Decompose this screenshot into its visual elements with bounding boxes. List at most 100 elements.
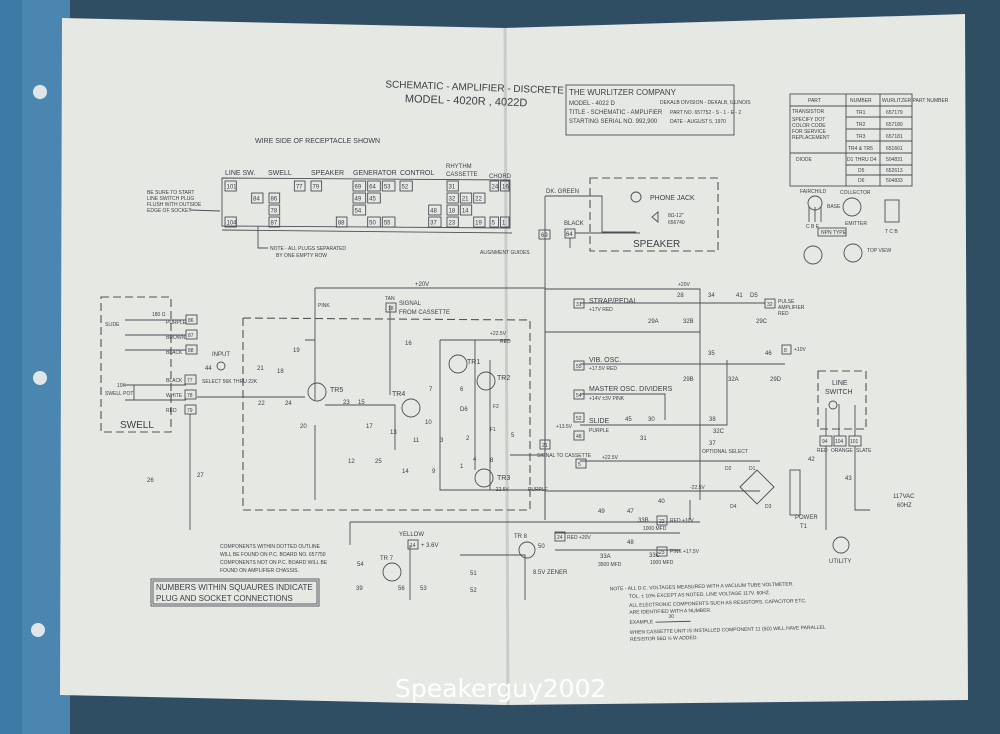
svg-text:32A: 32A [728,377,739,383]
svg-text:PART: PART [808,98,821,104]
svg-text:64: 64 [566,232,573,238]
receptacle-pin [224,180,237,192]
svg-text:RED: RED [778,311,789,317]
svg-text:STARTING SERIAL NO. 992,900: STARTING SERIAL NO. 992,900 [569,119,658,125]
svg-text:SWELL: SWELL [268,170,292,177]
svg-text:26: 26 [147,478,154,484]
svg-text:COMPONENTS WITHIN DOTTED OUTLI: COMPONENTS WITHIN DOTTED OUTLINE [220,544,321,550]
svg-text:LINE: LINE [832,380,848,387]
svg-text:CONTROL: CONTROL [400,170,434,177]
svg-text:DATE - AUGUST 5, 1970: DATE - AUGUST 5, 1970 [670,119,726,125]
svg-text:19: 19 [293,348,300,354]
svg-text:86: 86 [188,318,194,324]
svg-text:10K: 10K [117,383,127,389]
receptacle-pin [293,180,306,192]
svg-text:WHEN CASSETTE UNIT IS INSTALLE: WHEN CASSETTE UNIT IS INSTALLED COMPONEN… [630,625,826,636]
svg-text:DK. GREEN: DK. GREEN [546,189,579,195]
svg-text:OPTIONAL SELECT: OPTIONAL SELECT [702,449,748,455]
receptacle-pin [459,204,473,216]
svg-text:MASTER OSC. DIVIDERS: MASTER OSC. DIVIDERS [589,386,673,393]
svg-text:51: 51 [470,571,477,577]
receptacle-pin-label: 21 [462,197,469,203]
svg-text:504831: 504831 [886,157,903,163]
receptacle-pin [446,180,459,192]
receptacle-pin-label: 5 [492,221,496,227]
svg-text:BLACK: BLACK [166,378,183,384]
receptacle-pin [489,180,499,192]
svg-text:CASSETTE: CASSETTE [446,172,478,178]
receptacle-pin-label: 104 [227,221,238,227]
svg-text:31: 31 [576,302,582,308]
svg-text:48: 48 [627,540,634,546]
svg-text:PURPLE: PURPLE [589,428,610,434]
receptacle-pin-label: 1 [502,221,506,227]
receptacle-pin-label: 86 [271,197,278,203]
svg-text:ALL ELECTRONIC COMPONENTS SUCH: ALL ELECTRONIC COMPONENTS SUCH AS RESIST… [629,598,806,609]
receptacle-pin [335,216,348,228]
svg-text:ARE IDENTIFIED WITH A NUMBER.: ARE IDENTIFIED WITH A NUMBER. [629,608,711,616]
svg-text:+10V: +10V [794,347,806,353]
receptacle-pin-label: 69 [355,185,362,191]
svg-text:DEKALB DIVISION - DEKALB, ILLI: DEKALB DIVISION - DEKALB, ILLINOIS [660,100,751,106]
svg-text:ALIGNMENT GUIDES: ALIGNMENT GUIDES [480,250,530,256]
svg-text:12: 12 [348,459,355,465]
svg-text:30: 30 [668,614,674,620]
svg-text:8Ω-12": 8Ω-12" [668,213,684,219]
receptacle-pin [500,180,510,192]
svg-text:TR 7: TR 7 [380,556,394,562]
receptacle-pin-label: 53 [384,185,391,191]
svg-text:77: 77 [187,378,193,384]
svg-text:PURPLE: PURPLE [528,487,549,493]
svg-text:TR4: TR4 [392,391,405,398]
svg-text:TRANSISTOR: TRANSISTOR [792,109,825,115]
svg-text:4: 4 [473,457,477,463]
svg-text:52: 52 [576,416,582,422]
receptacle-pin [428,216,442,228]
svg-text:D5: D5 [750,293,758,299]
svg-text:20: 20 [300,424,307,430]
receptacle-pin-label: 45 [369,197,376,203]
svg-text:47: 47 [627,509,634,515]
svg-text:7: 7 [429,387,433,393]
svg-text:WILL BE FOUND ON P.C. BOARD NO: WILL BE FOUND ON P.C. BOARD NO. 657750 [220,552,326,558]
svg-text:PINK +17.5V: PINK +17.5V [670,549,700,555]
receptacle-pin [399,180,413,192]
svg-text:NPN TYPE: NPN TYPE [821,230,847,236]
svg-text:D4: D4 [730,504,737,510]
speaker-section: DK. GREEN 69 BLACK 64 PHONE JACK 8Ω-12" … [538,177,719,520]
receptacle-pin [381,216,396,228]
svg-text:RED: RED [166,408,177,414]
svg-text:25: 25 [375,459,382,465]
svg-text:SELECT 56K THRU 22K: SELECT 56K THRU 22K [202,379,258,385]
receptacle-pin [500,216,510,228]
svg-text:31: 31 [640,436,647,442]
receptacle-pin [367,180,381,192]
svg-text:RESISTOR 56Ω ½ W ADDED.: RESISTOR 56Ω ½ W ADDED. [630,634,698,643]
svg-text:RED +20V: RED +20V [567,535,591,541]
svg-text:1000 MFD: 1000 MFD [643,526,667,532]
svg-text:94: 94 [822,439,828,445]
svg-text:TR2: TR2 [856,122,866,128]
svg-text:PART NO. 657752 - S - 1 - E -: PART NO. 657752 - S - 1 - E - 2 [670,110,741,116]
svg-text:10: 10 [425,420,432,426]
svg-text:23: 23 [343,400,350,406]
receptacle-pin-label: 50 [369,221,376,227]
svg-text:RED: RED [500,339,511,345]
svg-text:GENERATOR: GENERATOR [353,170,397,177]
binder-hole [31,623,45,637]
svg-text:INPUT: INPUT [212,352,230,358]
svg-text:D6: D6 [460,407,468,413]
svg-text:34: 34 [708,293,715,299]
svg-text:C B E: C B E [806,224,820,230]
svg-text:78: 78 [187,393,193,399]
svg-text:TR4 & TR5: TR4 & TR5 [848,146,873,152]
svg-text:F2: F2 [493,404,499,410]
svg-text:180 Ω: 180 Ω [152,312,166,318]
svg-text:NOTE - ALL PLUGS SEPARATED: NOTE - ALL PLUGS SEPARATED [270,246,346,252]
svg-text:1000 MFD: 1000 MFD [650,560,674,566]
svg-text:UTILITY: UTILITY [829,559,851,565]
receptacle-heading: WIRE SIDE OF RECEPTACLE SHOWN [255,138,380,145]
svg-text:LINE SW.: LINE SW. [225,170,255,177]
board-note: COMPONENTS WITHIN DOTTED OUTLINE WILL BE… [220,544,328,574]
svg-text:RED: RED [817,448,828,454]
